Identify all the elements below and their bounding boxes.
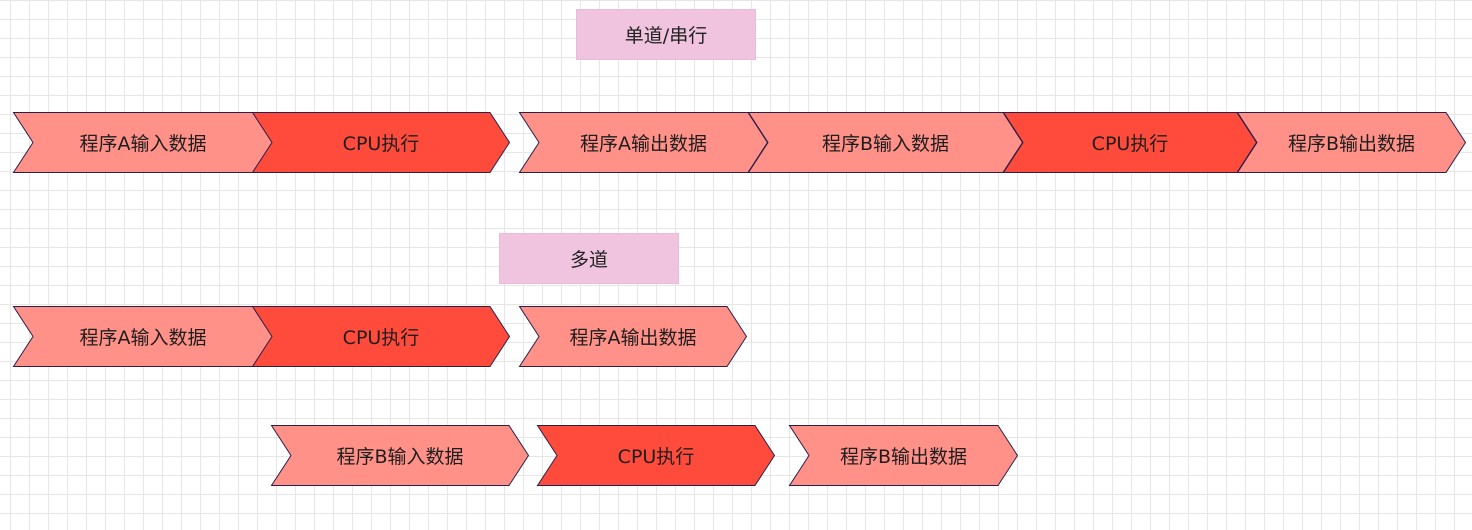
serial-stage-a-input: 程序A输入数据 [12, 112, 274, 173]
chevron-shape [251, 306, 511, 367]
serial-stage-a-output: 程序A输出数据 [518, 112, 769, 173]
multi-stage-a-output: 程序A输出数据 [518, 306, 748, 367]
chevron-shape [788, 425, 1019, 486]
chevron-shape [536, 425, 776, 486]
serial-title: 单道/串行 [576, 9, 756, 60]
stage-label: 程序A输出数据 [569, 327, 697, 349]
multi-title: 多道 [499, 233, 679, 284]
stage-label: 程序B输入数据 [821, 133, 950, 155]
stage-label: CPU执行 [617, 446, 695, 468]
multi-title-text: 多道 [569, 249, 608, 271]
serial-stage-b-output: 程序B输出数据 [1236, 112, 1467, 173]
multi-stage-b-cpu: CPU执行 [536, 425, 776, 486]
stage-label: CPU执行 [342, 133, 420, 155]
stage-label: 程序B输出数据 [839, 446, 968, 468]
stage-label: CPU执行 [342, 327, 420, 349]
multi-stage-a-input: 程序A输入数据 [12, 306, 274, 367]
multi-stage-a-cpu: CPU执行 [251, 306, 511, 367]
stage-label: 程序B输入数据 [336, 446, 464, 468]
chevron-shape [251, 112, 511, 173]
stage-label: CPU执行 [1091, 133, 1169, 155]
serial-stage-a-cpu: CPU执行 [251, 112, 511, 173]
multi-stage-b-input: 程序B输入数据 [270, 425, 530, 486]
stage-label: 程序A输出数据 [580, 133, 707, 155]
serial-stage-b-input: 程序B输入数据 [747, 112, 1024, 173]
chevron-shape [1236, 112, 1467, 173]
serial-stage-b-cpu: CPU执行 [1002, 112, 1258, 173]
chevron-shape [270, 425, 530, 486]
multi-stage-b-output: 程序B输出数据 [788, 425, 1019, 486]
stage-label: 程序B输出数据 [1287, 133, 1416, 155]
stage-label: 程序A输入数据 [79, 133, 207, 155]
stage-label: 程序A输入数据 [79, 327, 207, 349]
chevron-shape [518, 306, 748, 367]
serial-title-text: 单道/串行 [624, 25, 708, 47]
